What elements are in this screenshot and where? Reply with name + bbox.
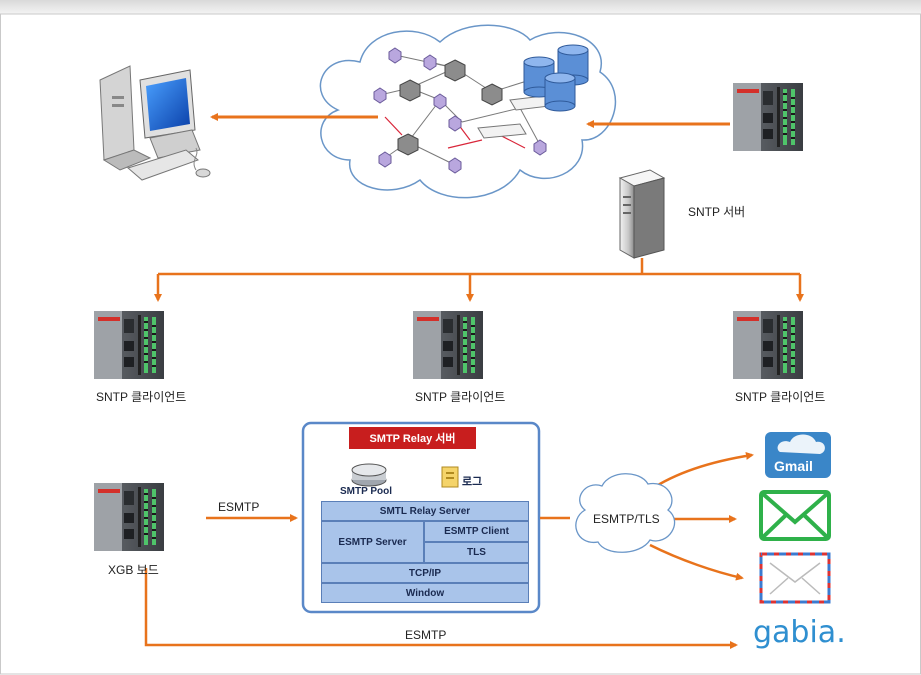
smtp-pool-disk-icon [351, 463, 387, 487]
sntp-server-label: SNTP 서버 [688, 205, 746, 219]
window-layer: Window [321, 583, 529, 603]
sntp-client-label-3: SNTP 클라이언트 [735, 390, 826, 404]
log-label: 로그 [462, 476, 483, 488]
sntp-distribution-arrows [154, 258, 804, 302]
relay-title: SMTP Relay 서버 [349, 427, 476, 449]
gabia-logo: gabia. [753, 615, 846, 650]
tls-layer: TLS [424, 542, 529, 563]
plc-module-icon [733, 83, 803, 151]
database-icon [523, 44, 589, 112]
sntp-client-label-2: SNTP 클라이언트 [415, 390, 506, 404]
arrows-top [210, 113, 730, 128]
log-file-icon [441, 466, 459, 488]
top-band [0, 0, 921, 14]
plc-module-icon [413, 311, 483, 379]
airmail-envelope-icon [759, 552, 831, 604]
esmtp-tls-label: ESMTP/TLS [593, 512, 660, 526]
plc-module-icon [733, 311, 803, 379]
smtp-pool-label: SMTP Pool [340, 486, 393, 497]
tcpip-layer: TCP/IP [321, 563, 529, 583]
gmail-icon [765, 432, 831, 478]
esmtp-server-layer: ESMTP Server [321, 521, 424, 563]
esmtp-tls-cloud [575, 473, 676, 553]
desktop-computer-icon [99, 65, 211, 181]
esmtp-label-top: ESMTP [218, 500, 260, 514]
mail-envelope-icon [759, 490, 831, 541]
esmtp-label-bottom: ESMTP [405, 628, 447, 642]
plc-module-icon [94, 483, 164, 551]
xgb-board-label: XGB 보드 [108, 563, 159, 577]
server-tower-icon [618, 169, 666, 259]
relay-server-layer: SMTL Relay Server [321, 501, 529, 521]
sntp-client-label-1: SNTP 클라이언트 [96, 390, 187, 404]
plc-module-icon [94, 311, 164, 379]
esmtp-client-layer: ESMTP Client [424, 521, 529, 542]
gmail-label: Gmail [774, 458, 813, 474]
